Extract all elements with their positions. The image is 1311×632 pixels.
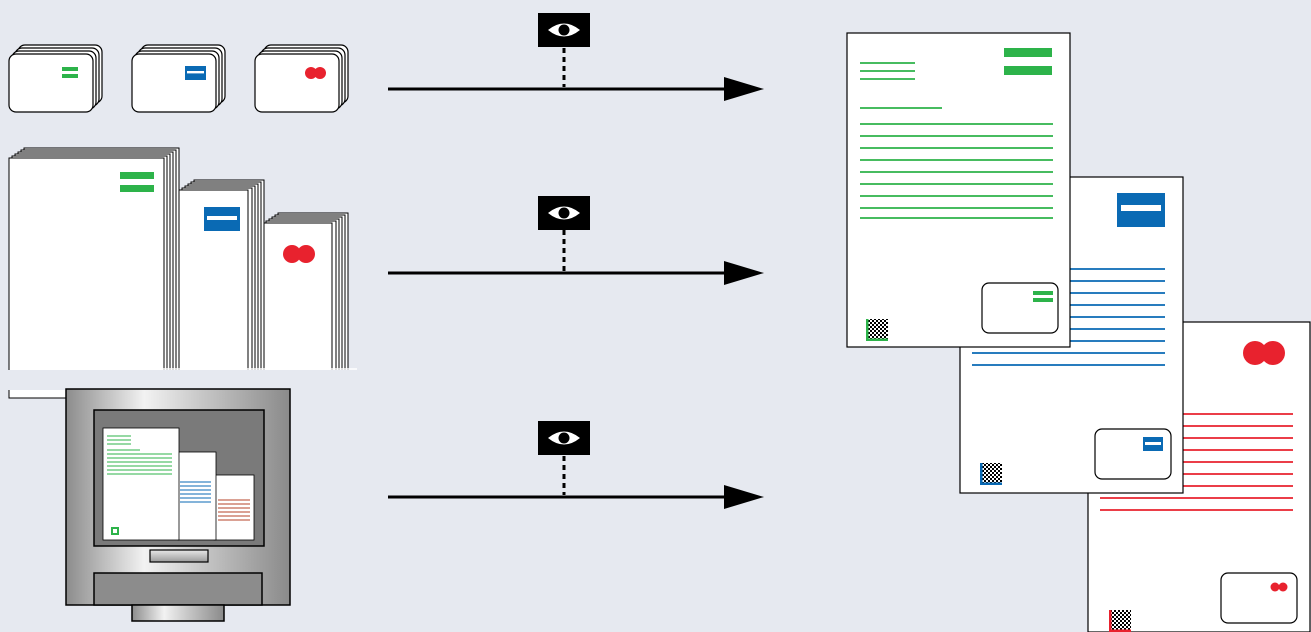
framed-bar-icon — [1117, 193, 1165, 227]
letter-stack-green — [8, 147, 180, 399]
framed-bar-icon — [204, 207, 240, 231]
double-bar-icon — [1004, 48, 1052, 75]
double-bar-icon — [62, 67, 78, 78]
flow-arrow-2 — [388, 196, 764, 285]
envelope-stacks-group — [8, 44, 349, 113]
address-window — [1220, 572, 1298, 624]
output-letter-blue — [959, 176, 1184, 494]
data-matrix-icon — [866, 319, 888, 341]
envelope-stack-blue — [131, 44, 226, 113]
double-circle-icon — [283, 245, 315, 263]
letter-stack-blue — [177, 179, 265, 391]
computer-monitor-icon — [65, 388, 291, 622]
data-matrix-icon — [1109, 610, 1131, 632]
letter-stack-red — [261, 212, 349, 384]
address-window — [1094, 428, 1172, 480]
screen-documents — [102, 427, 255, 541]
envelope-stack-green — [8, 44, 103, 113]
double-circle-icon — [1243, 341, 1285, 365]
output-letter-green — [846, 32, 1071, 348]
arrow-right-icon — [724, 485, 764, 509]
framed-bar-icon — [185, 66, 206, 80]
letter-stacks-group — [0, 147, 370, 399]
flow-arrow-3 — [388, 421, 764, 509]
eye-icon — [538, 13, 590, 47]
double-bar-icon — [120, 172, 154, 192]
flow-arrow-1 — [388, 13, 764, 101]
envelope-stack-red — [254, 44, 349, 113]
eye-icon — [538, 196, 590, 230]
arrow-right-icon — [724, 77, 764, 101]
double-circle-icon — [305, 67, 326, 79]
eye-icon — [538, 421, 590, 455]
data-matrix-icon — [980, 463, 1002, 485]
arrow-right-icon — [724, 261, 764, 285]
address-window — [981, 282, 1059, 334]
